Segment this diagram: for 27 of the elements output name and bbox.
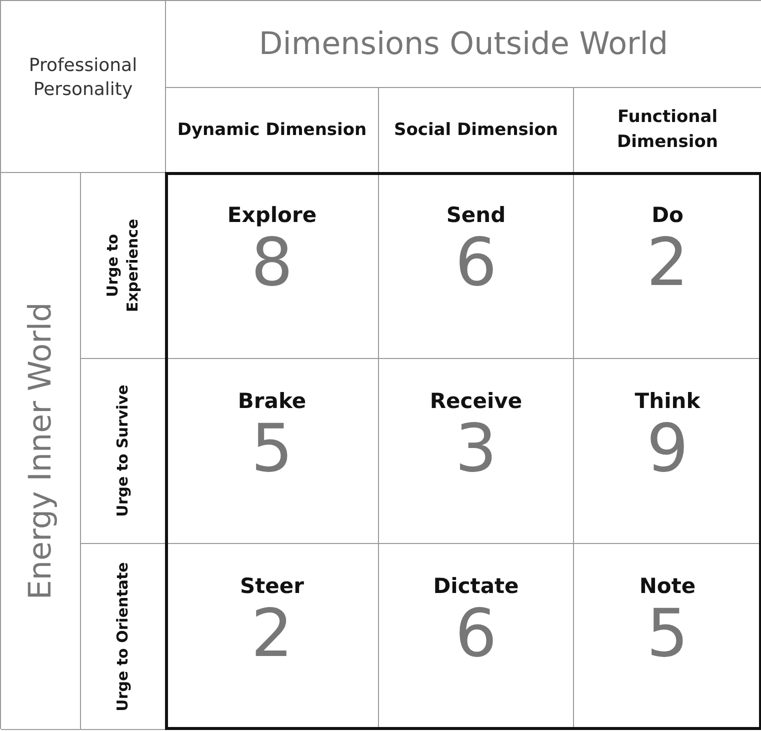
cell-score: 6 [455,598,497,671]
cell-score: 2 [646,227,688,300]
column-group-heading: Dimensions Outside World [258,26,668,62]
cell-score: 6 [455,227,497,300]
corner-heading: Professional Personality [28,54,138,101]
cell-title: Send [446,203,506,227]
cell-title: Do [652,203,684,227]
row-heading: Urge to Experience [104,218,142,314]
cell-title: Note [639,574,696,598]
row-group-heading: Energy Inner World [22,302,58,600]
cell-title: Dictate [433,574,519,598]
column-heading: Functional Dimension [616,106,719,154]
cell-title: Steer [240,574,304,598]
cell-score: 5 [251,413,293,486]
column-heading: Social Dimension [394,118,558,142]
row-heading: Urge to Survive [113,384,132,520]
cell-score: 2 [251,598,293,671]
column-heading: Dynamic Dimension [177,118,367,142]
cell-score: 5 [646,598,688,671]
row-heading: Urge to Orientate [113,560,132,714]
cell-score: 9 [646,413,688,486]
cell-title: Brake [238,389,306,413]
cell-score: 3 [455,413,497,486]
cell-title: Receive [430,389,522,413]
cell-title: Think [634,389,700,413]
cell-score: 8 [251,227,293,300]
cell-title: Explore [227,203,317,227]
